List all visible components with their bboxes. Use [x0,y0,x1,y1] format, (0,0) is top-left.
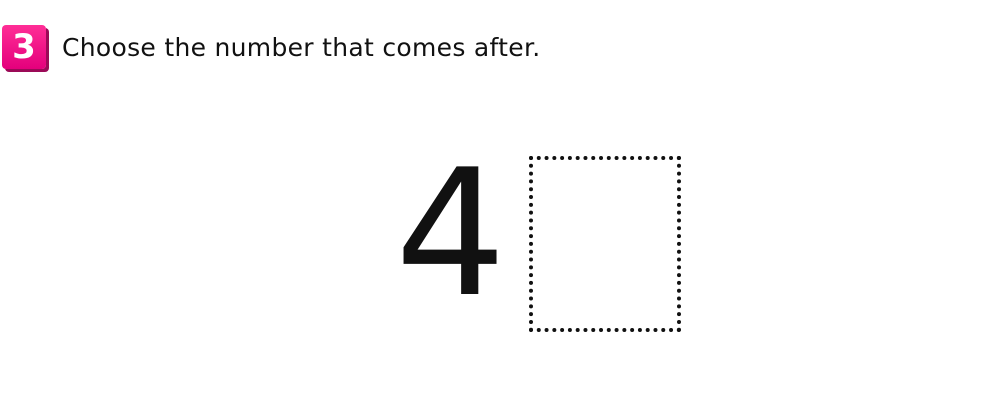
question-instruction: Choose the number that comes after. [62,32,541,62]
given-number: 4 [395,133,507,336]
answer-box[interactable] [529,156,681,332]
question-number-badge: 3 [2,25,46,69]
question-header: 3 Choose the number that comes after. [0,22,541,72]
